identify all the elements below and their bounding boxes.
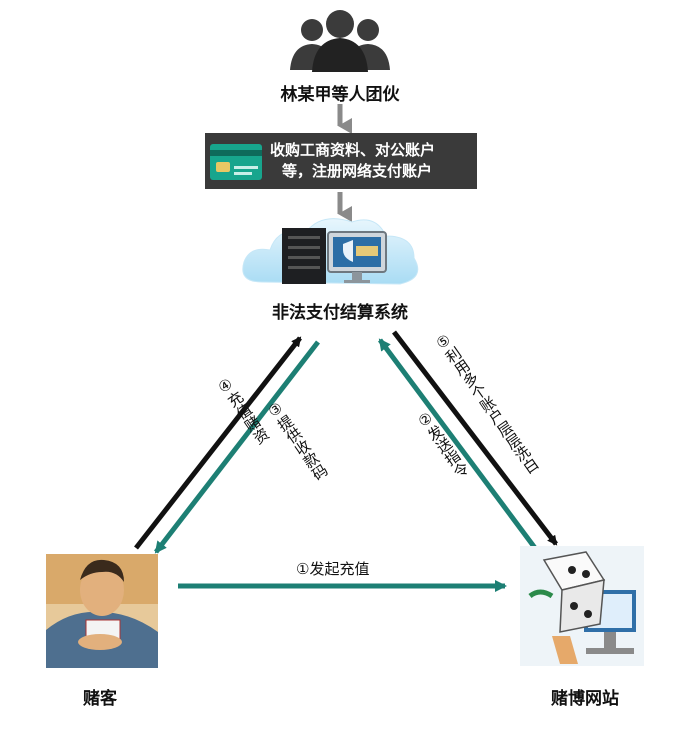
people-icon — [290, 10, 390, 72]
monitor-icon — [327, 231, 387, 283]
step-label-line1: 收购工商资料、对公账户 — [270, 141, 436, 159]
gambler-label: 赌客 — [83, 689, 117, 709]
gambler-illustration — [46, 554, 158, 668]
edge-2-line — [377, 338, 538, 550]
edge-5-line — [392, 330, 558, 546]
system-label: 非法支付结算系统 — [272, 303, 408, 323]
site-label: 赌博网站 — [551, 689, 619, 709]
edge-1-label: ①发起充值 — [296, 560, 370, 578]
group-label: 林某甲等人团伙 — [280, 85, 400, 105]
dice-illustration — [520, 546, 644, 666]
step-label-line2: 等，注册网络支付账户 — [282, 162, 433, 180]
step-label: 收购工商资料、对公账户 等，注册网络支付账户 — [270, 140, 470, 182]
card-icon — [210, 144, 262, 180]
edge-3-line — [154, 340, 320, 554]
server-icon — [282, 228, 326, 284]
edge-4-line — [134, 336, 302, 550]
